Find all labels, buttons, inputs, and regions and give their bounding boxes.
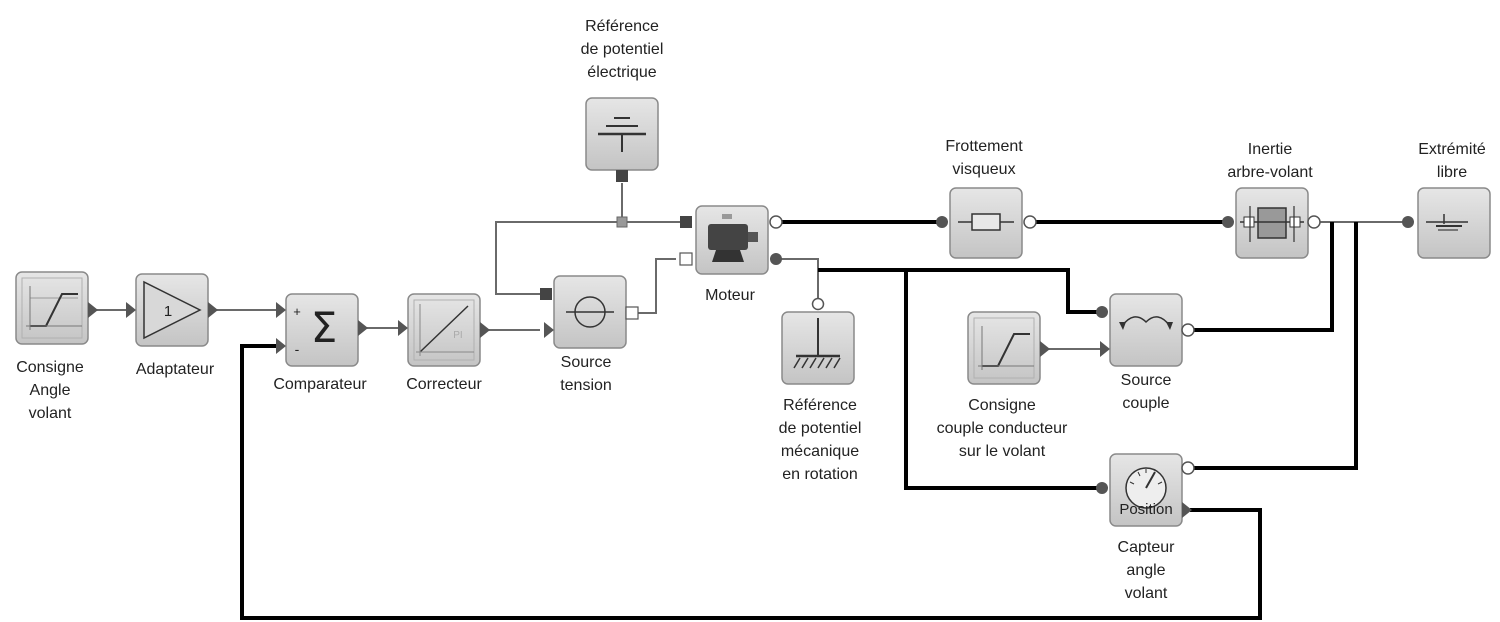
torque-icon (1121, 316, 1171, 327)
wire-moteur-capteur (904, 270, 1100, 490)
label-moteur: Moteur (705, 287, 755, 304)
port-flange-a (769, 215, 783, 229)
label-consigne-couple: Consigne couple conducteur sur le volant (936, 397, 1068, 460)
port-in-minus (276, 338, 286, 354)
port-flange-a (1096, 482, 1108, 494)
block-capteur-angle[interactable]: Position (1096, 453, 1195, 527)
block-consigne-angle[interactable] (15, 271, 98, 345)
port-plus (680, 216, 692, 228)
port-in (544, 322, 554, 338)
port-out (480, 322, 490, 338)
port-flange-a (1096, 306, 1108, 318)
label-source-tension: Source tension (560, 354, 612, 394)
label-consigne-angle: Consigne Angle volant (16, 359, 84, 422)
port-in (398, 320, 408, 336)
wire-node-source (495, 221, 622, 295)
block-source-tension[interactable] (540, 275, 639, 349)
correcteur-pi: PI (453, 330, 462, 341)
label-capteur: Capteur angle volant (1117, 539, 1175, 602)
block-ref-potentiel-mecanique[interactable] (781, 297, 855, 385)
junction-node (616, 216, 628, 228)
port-in (1100, 341, 1110, 357)
port-minus (625, 306, 639, 320)
capteur-position-text: Position (1119, 501, 1172, 518)
block-frottement-visqueux[interactable] (936, 187, 1037, 259)
block-adaptateur[interactable]: 1 (126, 273, 218, 347)
port-flange-b (1181, 323, 1195, 337)
port-out (1040, 341, 1050, 357)
wire-capteur-inertie (1190, 222, 1358, 470)
adaptateur-gain: 1 (164, 303, 172, 320)
inertia-icon (1257, 207, 1287, 239)
wires (96, 183, 1404, 620)
sigma-icon: Σ (311, 303, 338, 352)
port-in (936, 216, 948, 228)
motor-icon (708, 224, 748, 250)
port-flange-b (1181, 461, 1195, 475)
label-extremite: Extrémité libre (1418, 141, 1486, 181)
wire-source-couple-inertie (1188, 222, 1334, 332)
damper-icon (971, 213, 1001, 231)
port-in (1402, 216, 1414, 228)
port (616, 170, 628, 182)
port-out (1023, 215, 1037, 229)
port-out (358, 320, 368, 336)
label-adaptateur: Adaptateur (135, 361, 215, 378)
port-minus (679, 252, 693, 266)
port-in (1222, 216, 1234, 228)
block-consigne-couple[interactable] (967, 311, 1050, 385)
port-out (88, 302, 98, 318)
port-out (1307, 215, 1321, 229)
port-plus (540, 288, 552, 300)
wire-moteur-ref-meca (778, 258, 819, 300)
port-out (1182, 502, 1192, 518)
label-correcteur: Correcteur (406, 376, 482, 393)
label-source-couple: Source couple (1120, 372, 1172, 412)
label-ref-potentiel-mecanique: Référence de potentiel mécanique en rota… (778, 397, 862, 483)
label-ref-potentiel-electrique: Référence de potentiel électrique (580, 18, 664, 81)
port-in (126, 302, 136, 318)
block-extremite-libre[interactable] (1402, 187, 1491, 259)
block-source-couple[interactable] (1096, 293, 1195, 367)
block-ref-potentiel-electrique[interactable] (585, 97, 659, 182)
block-moteur[interactable] (679, 205, 783, 275)
wire-moteur-source-couple (818, 268, 1098, 314)
port-out (208, 302, 218, 318)
port (811, 297, 825, 311)
label-comparateur: Comparateur (273, 376, 367, 393)
label-frottement: Frottement visqueux (945, 138, 1023, 178)
wire-source-moteur (632, 258, 676, 314)
port-flange-b (770, 253, 782, 265)
label-inertie: Inertie arbre-volant (1227, 141, 1313, 181)
block-correcteur[interactable]: PI (398, 293, 490, 367)
block-comparateur[interactable]: Σ + - (276, 293, 368, 367)
block-inertie-arbre-volant[interactable] (1222, 187, 1321, 259)
plus-sign: + (293, 304, 301, 319)
wire-feedback (240, 344, 1262, 620)
minus-sign: - (295, 341, 300, 357)
port-in-plus (276, 302, 286, 318)
